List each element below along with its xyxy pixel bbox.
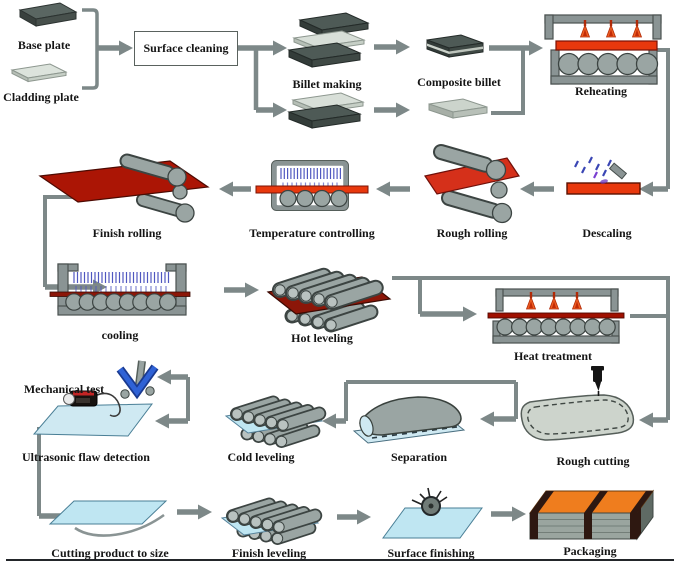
mechanical-test-icon: [116, 360, 159, 400]
flaw-detector-device-icon: [63, 390, 121, 417]
label-cladding-plate: Cladding plate: [3, 90, 79, 104]
finish-rolling-icon: [38, 161, 210, 223]
arrow-descaling-to-rough-rolling: [520, 181, 554, 197]
temperature-controlling-icon: [255, 160, 369, 211]
arrow-rough-cutting-to-separation: [346, 380, 518, 427]
label-surface-finishing: Surface finishing: [387, 546, 475, 560]
arrow-surface-finishing-to-packaging: [491, 506, 526, 522]
label-cutting-product-to-size: Cutting product to size: [51, 546, 169, 560]
rough-rolling-icon: [424, 152, 520, 224]
arrow-reheating-to-descaling: [639, 48, 670, 197]
arrow-finish-leveling-to-surface-finishing: [337, 509, 371, 525]
label-rough-cutting: Rough cutting: [556, 454, 630, 468]
label-base-plate: Base plate: [17, 38, 71, 52]
water-spray-hatch: [73, 272, 170, 292]
water-spray-hatch: [280, 168, 341, 188]
composite-billet-icon: [426, 34, 488, 119]
label-finish-rolling: Finish rolling: [92, 226, 162, 240]
separation-dashes: [371, 426, 458, 439]
base-plate-icon: [18, 2, 78, 27]
ultrasonic-flaw-detection-icon: [32, 390, 154, 437]
connectors: [37, 8, 670, 525]
cooling-icon: [49, 263, 191, 316]
arrow-cutting-to-finish-leveling: [177, 504, 212, 520]
arrow-to-mechanical-test-and-ultrasonic: [155, 369, 190, 429]
label-composite-billet: Composite billet: [417, 75, 501, 89]
cladding-plate-icon: [10, 63, 68, 83]
arrow-temperature-to-finish-rolling: [219, 181, 251, 197]
label-mechanical-test: Mechanical test: [23, 382, 105, 396]
arrow-composite-to-reheating: [489, 40, 543, 115]
billet-making-bottom-stack-icon: [287, 92, 365, 129]
cutting-torch-icon: [591, 366, 604, 396]
label-temperature-controlling: Temperature controlling: [249, 226, 375, 240]
rough-cutting-icon: [520, 366, 635, 441]
arrow-hot-leveling-to-heat-treatment: [392, 276, 670, 420]
descaling-icon: [566, 156, 641, 195]
label-finish-leveling: Finish leveling: [231, 546, 307, 560]
arrow-surface-cleaning-to-billets: [238, 40, 287, 118]
label-reheating: Reheating: [575, 84, 627, 98]
label-ultrasonic-flaw-detection: Ultrasonic flaw detection: [22, 450, 150, 464]
billet-making-top-stack-icon: [287, 12, 370, 68]
separation-icon: [352, 396, 466, 444]
heat-treatment-furnace-icon: [487, 288, 625, 344]
label-rough-rolling: Rough rolling: [436, 226, 508, 240]
surface-cleaning-box: Surface cleaning: [134, 31, 238, 66]
arrow-finish-rolling-to-cooling: [43, 195, 107, 295]
arrow-plates-to-surface-cleaning: [82, 8, 133, 90]
arrow-rough-rolling-to-temperature: [376, 181, 410, 197]
reheating-furnace-icon: [544, 14, 662, 85]
packaging-straps: [530, 491, 653, 539]
arrow-separation-to-cold-leveling: [322, 382, 348, 429]
label-cold-leveling: Cold leveling: [227, 450, 295, 464]
surface-finishing-icon: [382, 487, 483, 539]
label-separation: Separation: [390, 450, 448, 464]
arrow-heat-treatment-to-rough-cutting: [639, 412, 668, 428]
arrow-cooling-to-hot-leveling: [224, 282, 259, 298]
label-packaging: Packaging: [563, 544, 617, 558]
label-hot-leveling: Hot leveling: [291, 331, 353, 345]
cutting-product-to-size-icon: [48, 500, 168, 537]
arrow-billets-to-composite: [374, 39, 410, 118]
cold-leveling-icon: [224, 403, 322, 447]
label-cooling: cooling: [101, 328, 139, 342]
label-descaling: Descaling: [582, 226, 632, 240]
sparks-icon: [411, 487, 448, 506]
label-billet-making: Billet making: [292, 77, 362, 91]
spray-icon: [574, 156, 612, 179]
finish-leveling-icon: [220, 505, 318, 544]
label-heat-treatment: Heat treatment: [513, 349, 593, 363]
packaging-icon: [529, 489, 654, 541]
hot-leveling-icon: [266, 276, 392, 330]
bottom-border-line: [6, 559, 674, 561]
